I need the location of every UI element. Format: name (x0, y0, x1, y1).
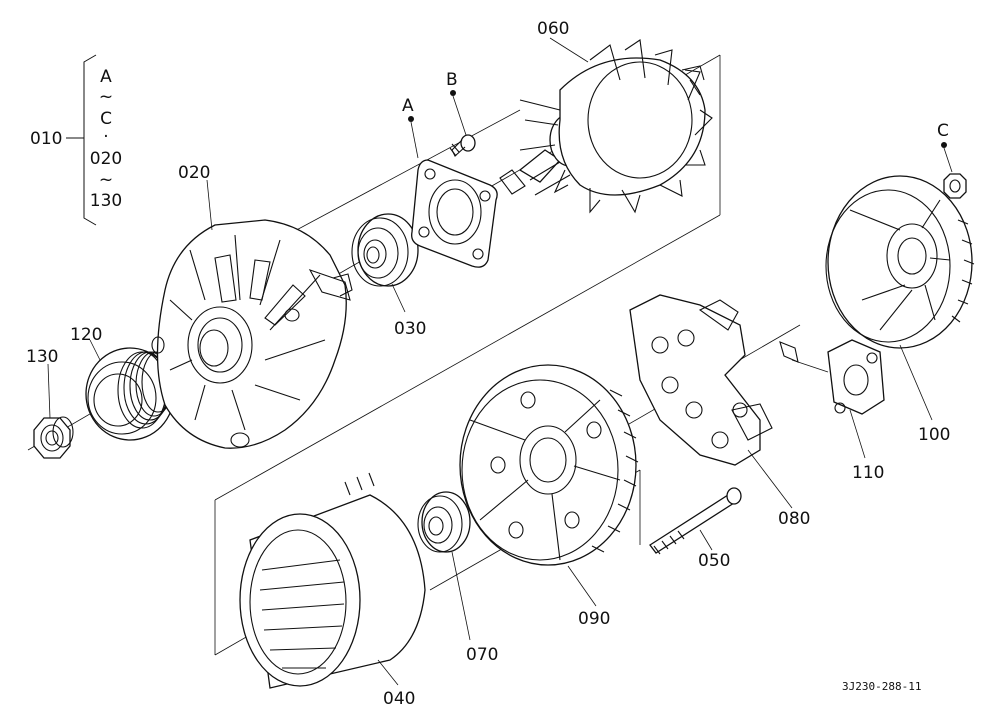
retainer-plate (408, 116, 498, 268)
group-line-7: 130 (90, 191, 122, 211)
callout-080: 080 (778, 509, 810, 529)
rear-housing (459, 364, 639, 566)
group-line-4: · (103, 127, 108, 147)
callout-130: 130 (26, 347, 58, 367)
callout-090: 090 (578, 609, 610, 629)
callout-labels: 020 030 A B 060 C 100 110 080 050 090 07… (26, 19, 950, 709)
pulley-nut (33, 416, 74, 459)
nut (941, 142, 967, 199)
callout-b: B (446, 70, 458, 90)
group-part-label: 010 (30, 129, 62, 149)
rectifier (629, 294, 773, 466)
callout-100: 100 (918, 425, 950, 445)
callout-060: 060 (537, 19, 569, 39)
leader-lines (47, 37, 933, 686)
callout-a: A (402, 96, 414, 116)
through-bolt (649, 487, 742, 555)
rear-cover (825, 175, 975, 349)
callout-120: 120 (70, 325, 102, 345)
group-line-5: 020 (90, 149, 122, 169)
callout-070: 070 (466, 645, 498, 665)
group-line-2: ~ (99, 87, 113, 107)
group-line-3: C (100, 109, 112, 129)
rear-bearing (417, 491, 471, 553)
group-line-6: ~ (99, 170, 113, 190)
assembly-group-bracket: 010 A ~ C · 020 ~ 130 (30, 54, 122, 226)
callout-020: 020 (178, 163, 210, 183)
group-line-1: A (100, 67, 112, 87)
front-bearing (351, 213, 419, 287)
rotor (499, 39, 713, 214)
callout-c: C (937, 121, 949, 141)
callout-030: 030 (394, 319, 426, 339)
regulator (779, 339, 885, 415)
stator (239, 472, 426, 689)
front-housing (151, 219, 353, 449)
callout-050: 050 (698, 551, 730, 571)
callout-110: 110 (852, 463, 884, 483)
screw (449, 90, 476, 157)
callout-040: 040 (383, 689, 415, 709)
figure-id: 3J230-288-11 (842, 680, 921, 693)
